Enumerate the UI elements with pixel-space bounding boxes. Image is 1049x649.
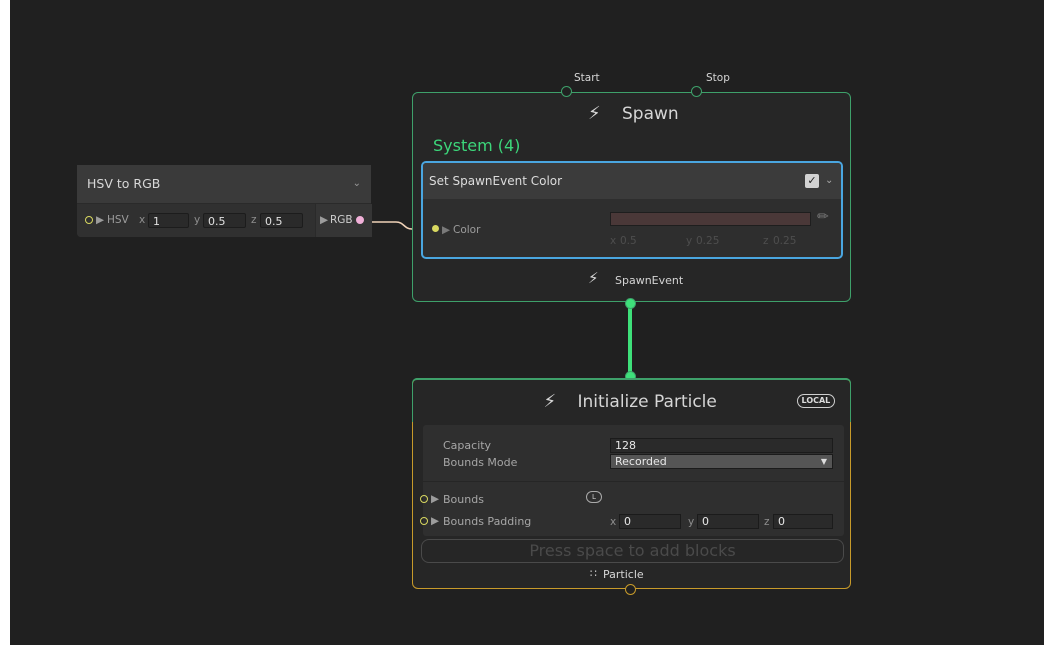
color-label: Color xyxy=(453,224,481,236)
eyedropper-icon[interactable]: ✏︎ xyxy=(817,209,829,225)
pad-y-field[interactable]: 0 xyxy=(697,514,759,529)
rgb-output-port[interactable] xyxy=(356,216,364,224)
initialize-particle-context[interactable]: ⚡︎ Initialize Particle LOCAL Capacity 12… xyxy=(411,377,851,589)
lightning-icon: ⚡︎ xyxy=(588,103,601,124)
pad-x-axis: x xyxy=(610,516,617,528)
add-blocks-hint[interactable]: Press space to add blocks xyxy=(421,539,844,563)
color-x-value: 0.5 xyxy=(620,235,637,247)
expand-arrow-icon[interactable]: ▶ xyxy=(431,515,440,527)
space-local-badge[interactable]: LOCAL xyxy=(796,393,836,408)
pad-y-axis: y xyxy=(688,516,695,528)
rgb-output-label: RGB xyxy=(330,214,353,226)
spawn-event-output-port[interactable] xyxy=(625,298,636,309)
bounds-padding-input-port[interactable] xyxy=(420,517,428,525)
init-title-bar[interactable]: ⚡︎ Initialize Particle LOCAL xyxy=(411,377,851,422)
divider xyxy=(423,481,844,482)
color-x-axis: x xyxy=(610,235,617,247)
color-y-value: 0.25 xyxy=(696,235,720,247)
color-input-port[interactable] xyxy=(432,225,439,232)
hsv-y-field[interactable]: 0.5 xyxy=(203,213,246,228)
checkbox-icon[interactable]: ✓ xyxy=(805,174,819,188)
bounds-mode-dropdown[interactable]: Recorded ▼ xyxy=(610,454,833,469)
z-axis-label: z xyxy=(251,214,257,226)
init-properties-panel: Capacity 128 Bounds Mode Recorded ▼ ▶ Bo… xyxy=(420,425,844,536)
start-label: Start xyxy=(574,72,600,84)
particle-output-port[interactable] xyxy=(625,584,636,595)
pad-z-axis: z xyxy=(764,516,770,528)
bounds-padding-label: Bounds Padding xyxy=(443,515,532,528)
pad-z-field[interactable]: 0 xyxy=(773,514,833,529)
hsv-input-row: ▶ HSV x 1 y 0.5 z 0.5 ▶ RGB xyxy=(77,204,372,237)
hsv-node-title: HSV to RGB xyxy=(87,176,161,191)
color-y-axis: y xyxy=(686,235,693,247)
expand-arrow-icon[interactable]: ▶ xyxy=(442,224,451,236)
bounds-mode-label: Bounds Mode xyxy=(443,456,518,469)
init-title: Initialize Particle xyxy=(577,391,717,412)
x-axis-label: x xyxy=(139,214,146,226)
start-port[interactable] xyxy=(561,86,572,97)
block-title: Set SpawnEvent Color xyxy=(429,174,563,188)
color-z-axis: z xyxy=(763,235,769,247)
expand-arrow-icon[interactable]: ▶ xyxy=(320,214,329,226)
set-spawnevent-color-block[interactable]: Set SpawnEvent Color ✓ ⌄ ▶ Color ✏︎ x 0.… xyxy=(421,161,843,259)
hsv-z-field[interactable]: 0.5 xyxy=(260,213,303,228)
hsv-input-label: HSV xyxy=(107,214,129,226)
rgb-output-cell: ▶ RGB xyxy=(315,204,372,237)
lightning-icon: ⚡︎ xyxy=(588,269,599,287)
hsv-to-rgb-node[interactable]: HSV to RGB ⌄ ▶ HSV x 1 y 0.5 z 0.5 ▶ RGB xyxy=(77,165,372,237)
pad-x-field[interactable]: 0 xyxy=(619,514,681,529)
particle-output-label: Particle xyxy=(603,568,644,581)
bounds-space-badge[interactable]: L xyxy=(586,491,602,503)
color-swatch[interactable] xyxy=(610,212,811,226)
bounds-label: Bounds xyxy=(443,493,484,506)
system-title[interactable]: System (4) xyxy=(433,136,521,155)
hsv-input-port[interactable] xyxy=(85,216,93,224)
expand-arrow-icon[interactable]: ▶ xyxy=(96,214,105,226)
chevron-down-icon[interactable]: ⌄ xyxy=(352,178,361,189)
capacity-field[interactable]: 128 xyxy=(610,438,833,453)
chevron-down-icon[interactable]: ⌄ xyxy=(825,175,834,186)
dropdown-arrow-icon: ▼ xyxy=(820,457,827,466)
y-axis-label: y xyxy=(194,214,201,226)
stop-port[interactable] xyxy=(691,86,702,97)
lightning-icon: ⚡︎ xyxy=(543,390,557,412)
hsv-node-header[interactable]: HSV to RGB ⌄ xyxy=(77,165,371,204)
color-z-value: 0.25 xyxy=(773,235,797,247)
stop-label: Stop xyxy=(706,72,730,84)
bounds-input-port[interactable] xyxy=(420,495,428,503)
spawn-event-output-label: SpawnEvent xyxy=(615,274,684,287)
hsv-x-field[interactable]: 1 xyxy=(148,213,189,228)
spawn-title: Spawn xyxy=(622,104,679,124)
bounds-mode-value: Recorded xyxy=(615,455,667,468)
block-header[interactable]: Set SpawnEvent Color ✓ ⌄ xyxy=(423,163,841,199)
particle-icon: ∷ xyxy=(590,567,597,580)
expand-arrow-icon[interactable]: ▶ xyxy=(431,493,440,505)
capacity-label: Capacity xyxy=(443,439,492,452)
